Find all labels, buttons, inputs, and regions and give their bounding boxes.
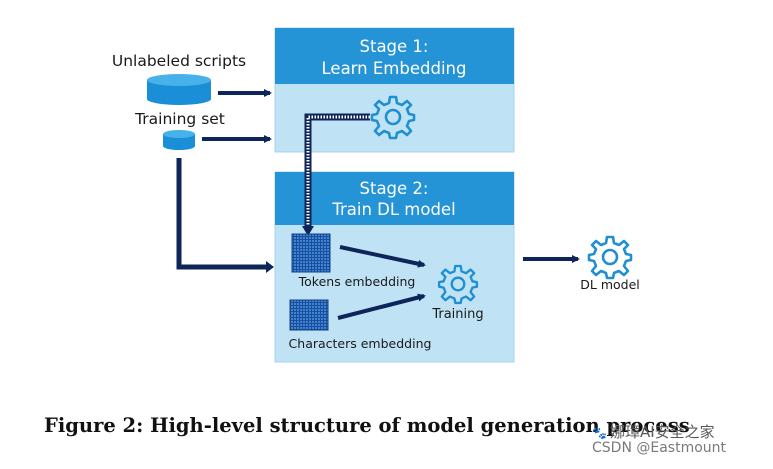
watermark-author-text: 娜璋AI安全之家 xyxy=(609,423,715,441)
training-label: Training xyxy=(431,307,483,322)
connector-trainingset-to-stage2 xyxy=(176,158,268,270)
unlabeled-scripts-label: Unlabeled scripts xyxy=(112,52,246,70)
arrowhead-trainingset-to-stage2 xyxy=(266,261,274,273)
figure-caption: Figure 2: High-level structure of model … xyxy=(44,414,690,437)
training-set-label: Training set xyxy=(134,110,225,128)
paw-icon: 🐾 xyxy=(592,426,607,440)
stage1-header xyxy=(275,28,514,84)
stage1-panel: Stage 1: Learn Embedding xyxy=(274,27,515,153)
arrow-characters-to-training xyxy=(337,293,426,320)
stage2-title-line2: Train DL model xyxy=(331,200,455,219)
stage2-header xyxy=(275,172,514,225)
watermark-csdn: CSDN @Eastmount xyxy=(592,440,727,456)
dl-model-gear-icon xyxy=(587,235,633,280)
training-gear-icon xyxy=(437,264,479,305)
unlabeled-scripts-database-icon xyxy=(147,74,211,105)
stage1-gear-icon xyxy=(370,95,416,140)
characters-embedding-grid-icon xyxy=(289,299,329,331)
watermark-author: 🐾娜璋AI安全之家 xyxy=(592,421,715,442)
training-set-database-icon xyxy=(163,130,195,150)
tokens-embedding-label: Tokens embedding xyxy=(298,274,416,289)
tokens-embedding-grid-icon xyxy=(291,233,331,273)
embedding-transfer-connector xyxy=(302,113,370,236)
characters-embedding-label: Characters embedding xyxy=(289,336,432,351)
stage1-title-line1: Stage 1: xyxy=(360,37,429,56)
stage1-title-line2: Learn Embedding xyxy=(322,59,467,78)
dl-model-label: DL model xyxy=(580,277,640,292)
arrow-tokens-to-training xyxy=(339,245,426,268)
stage2-title-line1: Stage 2: xyxy=(360,179,429,198)
